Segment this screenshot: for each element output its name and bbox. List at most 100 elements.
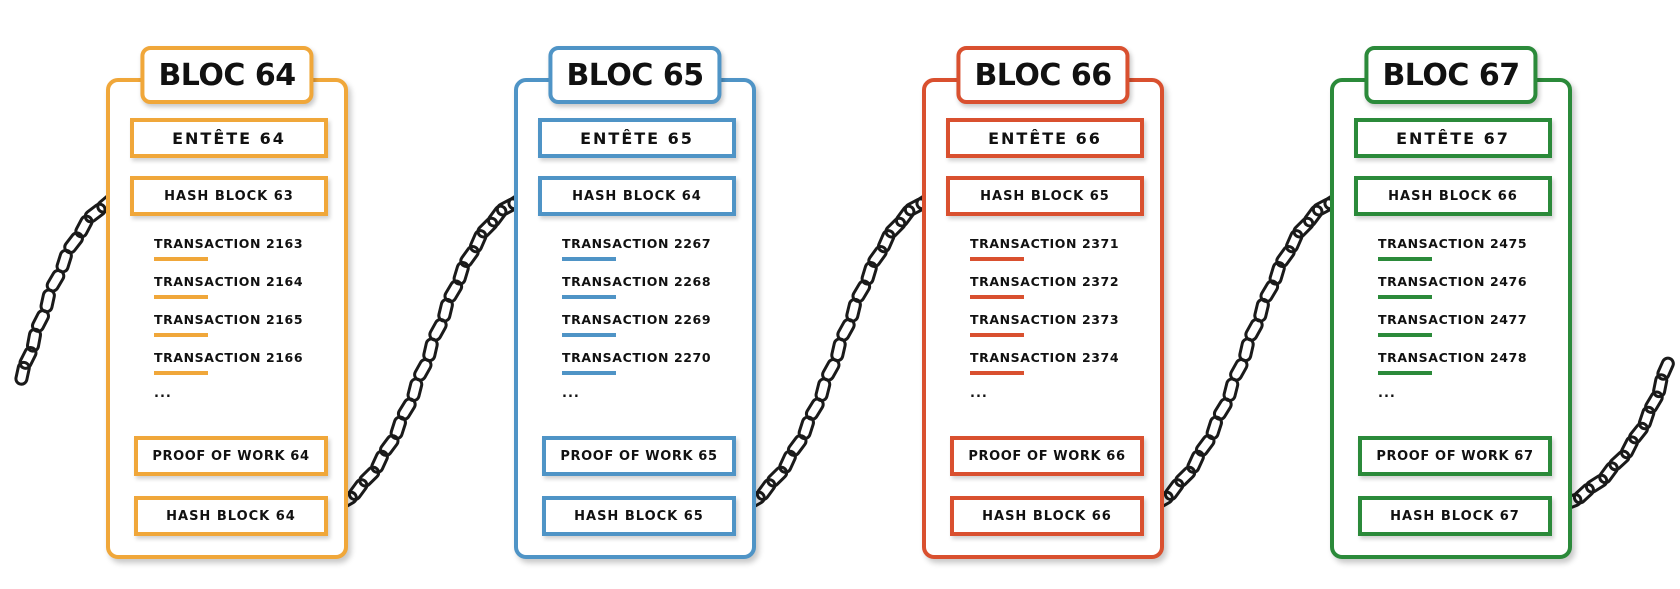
transaction-label: TRANSACTION 2268	[562, 274, 712, 289]
chain-link	[1284, 229, 1304, 254]
transaction-underline	[154, 257, 208, 261]
block-title: BLOC 67	[1364, 46, 1538, 104]
chain-link	[486, 204, 508, 228]
transaction-underline	[1378, 371, 1432, 375]
transaction-underline	[154, 295, 208, 299]
chain-link	[755, 478, 777, 502]
transaction-label: TRANSACTION 2373	[970, 312, 1120, 327]
previous-hash: HASH BLOCK 63	[130, 176, 328, 216]
more-transactions: ...	[562, 386, 580, 401]
chain-link	[443, 279, 464, 304]
block-hash: HASH BLOCK 66	[950, 496, 1144, 536]
chain-link	[894, 204, 916, 228]
transaction-item: TRANSACTION 2164	[154, 272, 334, 310]
transaction-list: TRANSACTION 2163 TRANSACTION 2164 TRANSA…	[154, 234, 334, 401]
previous-hash: HASH BLOCK 64	[538, 176, 736, 216]
chain-link	[1628, 421, 1649, 445]
transaction-label: TRANSACTION 2164	[154, 274, 304, 289]
block-66: BLOC 66 ENTÊTE 66 HASH BLOCK 65 TRANSACT…	[922, 46, 1164, 559]
transaction-item: TRANSACTION 2165	[154, 310, 334, 348]
transaction-item: TRANSACTION 2478	[1378, 348, 1558, 386]
transaction-label: TRANSACTION 2475	[1378, 236, 1528, 251]
chain-link	[14, 360, 31, 386]
proof-of-work: PROOF OF WORK 66	[950, 436, 1144, 476]
transaction-item: TRANSACTION 2371	[970, 234, 1150, 272]
block-67: BLOC 67 ENTÊTE 67 HASH BLOCK 66 TRANSACT…	[1330, 46, 1572, 559]
block-title: BLOC 66	[956, 46, 1130, 104]
chain-link	[358, 465, 381, 488]
proof-of-work: PROOF OF WORK 65	[542, 436, 736, 476]
chain-link	[1194, 434, 1216, 457]
transaction-label: TRANSACTION 2270	[562, 350, 712, 365]
block-title: BLOC 65	[548, 46, 722, 104]
block-header: ENTÊTE 66	[946, 118, 1144, 158]
transaction-list: TRANSACTION 2371 TRANSACTION 2372 TRANSA…	[970, 234, 1150, 401]
chain-link	[851, 279, 872, 304]
chain-link	[1656, 356, 1675, 381]
transaction-underline	[154, 333, 208, 337]
transaction-item: TRANSACTION 2374	[970, 348, 1150, 386]
previous-hash: HASH BLOCK 66	[1354, 176, 1552, 216]
transaction-underline	[970, 295, 1024, 299]
transaction-label: TRANSACTION 2165	[154, 312, 304, 327]
transaction-list: TRANSACTION 2475 TRANSACTION 2476 TRANSA…	[1378, 234, 1558, 401]
chain-link	[876, 229, 896, 254]
transaction-label: TRANSACTION 2476	[1378, 274, 1528, 289]
chain-link	[1598, 461, 1619, 485]
transaction-underline	[970, 257, 1024, 261]
chain-link	[1163, 478, 1185, 502]
transaction-item: TRANSACTION 2373	[970, 310, 1150, 348]
chain-link	[452, 261, 470, 286]
transaction-label: TRANSACTION 2371	[970, 236, 1120, 251]
chain-link	[766, 465, 789, 488]
transaction-item: TRANSACTION 2477	[1378, 310, 1558, 348]
chain-link	[1174, 465, 1197, 488]
chain-link	[1292, 216, 1315, 239]
transaction-underline	[562, 257, 616, 261]
transaction-label: TRANSACTION 2372	[970, 274, 1120, 289]
block-hash: HASH BLOCK 64	[134, 496, 328, 536]
transaction-item: TRANSACTION 2475	[1378, 234, 1558, 272]
chain-link	[867, 245, 888, 268]
block-header: ENTÊTE 64	[130, 118, 328, 158]
transaction-label: TRANSACTION 2374	[970, 350, 1120, 365]
block-title: BLOC 64	[140, 46, 314, 104]
chain-link	[778, 449, 797, 474]
chain-link	[83, 202, 107, 224]
transaction-underline	[154, 371, 208, 375]
transaction-label: TRANSACTION 2477	[1378, 312, 1528, 327]
transaction-underline	[1378, 257, 1432, 261]
transaction-item: TRANSACTION 2270	[562, 348, 742, 386]
chain-link	[1186, 449, 1205, 474]
transaction-underline	[970, 333, 1024, 337]
transaction-item: TRANSACTION 2166	[154, 348, 334, 386]
transaction-underline	[970, 371, 1024, 375]
more-transactions: ...	[970, 386, 988, 401]
transaction-underline	[562, 295, 616, 299]
chain-link	[347, 478, 369, 502]
transaction-label: TRANSACTION 2166	[154, 350, 304, 365]
block-header: ENTÊTE 67	[1354, 118, 1552, 158]
previous-hash: HASH BLOCK 65	[946, 176, 1144, 216]
chain-link	[860, 261, 878, 286]
chain-link	[1644, 390, 1664, 414]
proof-of-work: PROOF OF WORK 64	[134, 436, 328, 476]
chain-link	[1584, 473, 1609, 494]
chain-link	[370, 449, 389, 474]
transaction-item: TRANSACTION 2268	[562, 272, 742, 310]
chain-link	[1608, 449, 1631, 472]
block-hash: HASH BLOCK 67	[1358, 496, 1552, 536]
block-65: BLOC 65 ENTÊTE 65 HASH BLOCK 64 TRANSACT…	[514, 46, 756, 559]
transaction-item: TRANSACTION 2267	[562, 234, 742, 272]
transaction-list: TRANSACTION 2267 TRANSACTION 2268 TRANSA…	[562, 234, 742, 401]
chain-link	[1268, 261, 1286, 286]
chain-link	[74, 214, 94, 239]
proof-of-work: PROOF OF WORK 67	[1358, 436, 1552, 476]
chain-link	[459, 245, 480, 268]
block-64: BLOC 64 ENTÊTE 64 HASH BLOCK 63 TRANSACT…	[106, 46, 348, 559]
transaction-label: TRANSACTION 2478	[1378, 350, 1528, 365]
chain-link	[39, 288, 56, 314]
chain-link	[378, 434, 400, 457]
chain-link	[786, 434, 808, 457]
chain-link	[63, 231, 84, 255]
